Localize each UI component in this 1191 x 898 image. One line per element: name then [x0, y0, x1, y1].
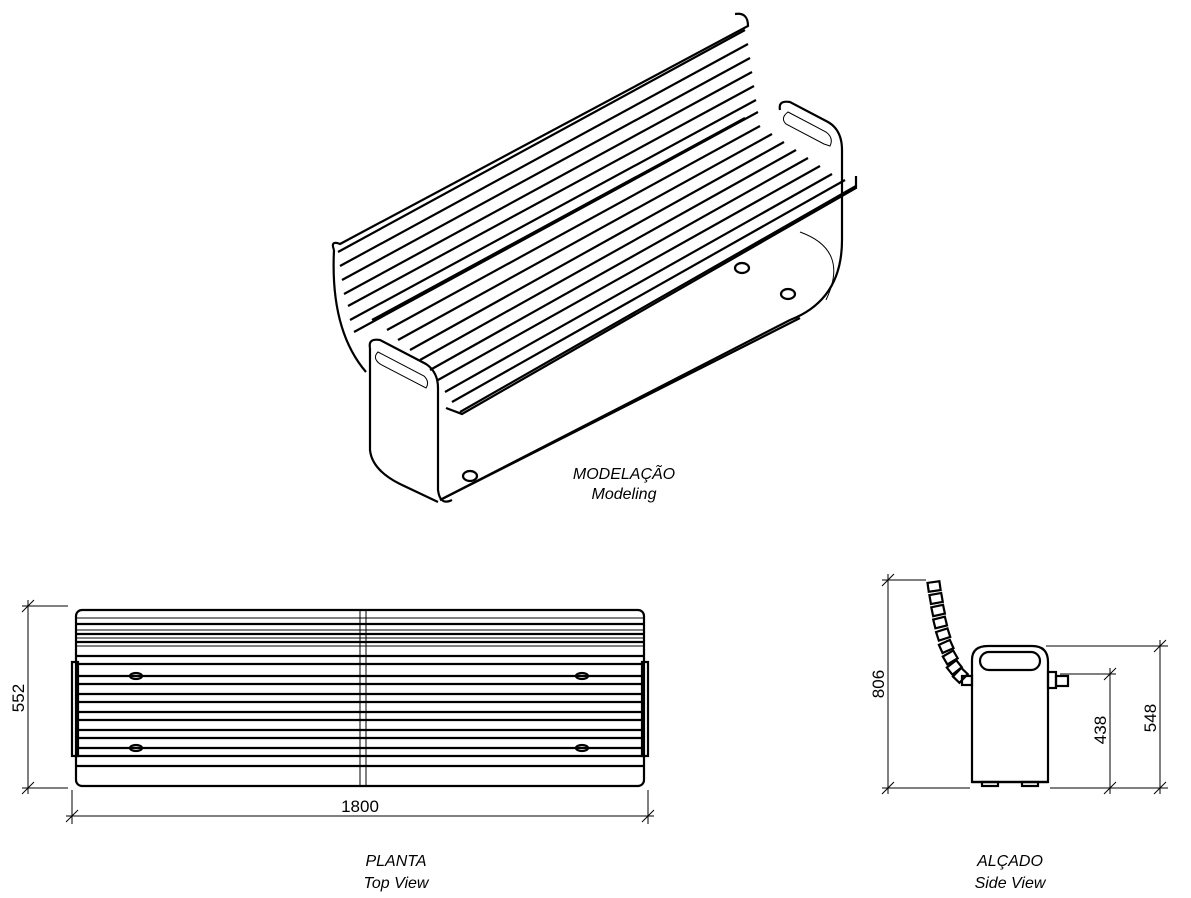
top-view-subtitle: Top View: [364, 875, 430, 892]
top-bolt: [574, 671, 590, 681]
side-panel: [970, 644, 1050, 784]
side-foot: [1020, 780, 1040, 788]
side-view-subtitle: Side View: [975, 875, 1047, 892]
iso-bolt: [461, 469, 479, 483]
top-view-title: PLANTA: [365, 853, 426, 870]
isometric-bench-model: [331, 12, 858, 503]
side-seat-slat-end: [1046, 670, 1058, 690]
iso-far-handle: [782, 111, 832, 147]
iso-bolt: [779, 287, 797, 301]
modeling-subtitle: Modeling: [592, 486, 657, 503]
top-left-armrest: [70, 660, 80, 758]
iso-far-side-panel: [439, 100, 844, 501]
top-bolt: [128, 743, 144, 753]
top-bolt: [128, 671, 144, 681]
top-bolt: [574, 743, 590, 753]
iso-front-panel-outline: [368, 348, 439, 503]
side-seat-height-dimension: 438: [1091, 716, 1110, 744]
top-width-dimension: 1800: [341, 797, 379, 816]
iso-inner-curve: [799, 231, 835, 301]
side-seat-slat-end: [1054, 674, 1070, 688]
iso-backrest-slats: [331, 12, 759, 373]
side-handle: [978, 650, 1042, 672]
side-foot: [980, 780, 1000, 788]
top-depth-dimension: 552: [9, 684, 28, 712]
side-backrest-slats: [926, 579, 974, 687]
side-view: [926, 579, 1070, 788]
modeling-title: MODELAÇÃO: [573, 464, 675, 483]
iso-seat-slats: [371, 117, 858, 416]
side-dimension-lines: [881, 573, 1168, 795]
top-right-armrest: [640, 660, 650, 758]
side-total-height-dimension: 806: [869, 670, 888, 698]
side-armrest-height-dimension: 548: [1141, 704, 1160, 732]
iso-bolt: [733, 261, 751, 275]
top-dimension-lines: [21, 599, 655, 824]
iso-base: [439, 317, 801, 501]
side-view-title: ALÇADO: [976, 853, 1043, 870]
iso-front-handle: [374, 351, 429, 389]
top-view: [70, 608, 650, 788]
